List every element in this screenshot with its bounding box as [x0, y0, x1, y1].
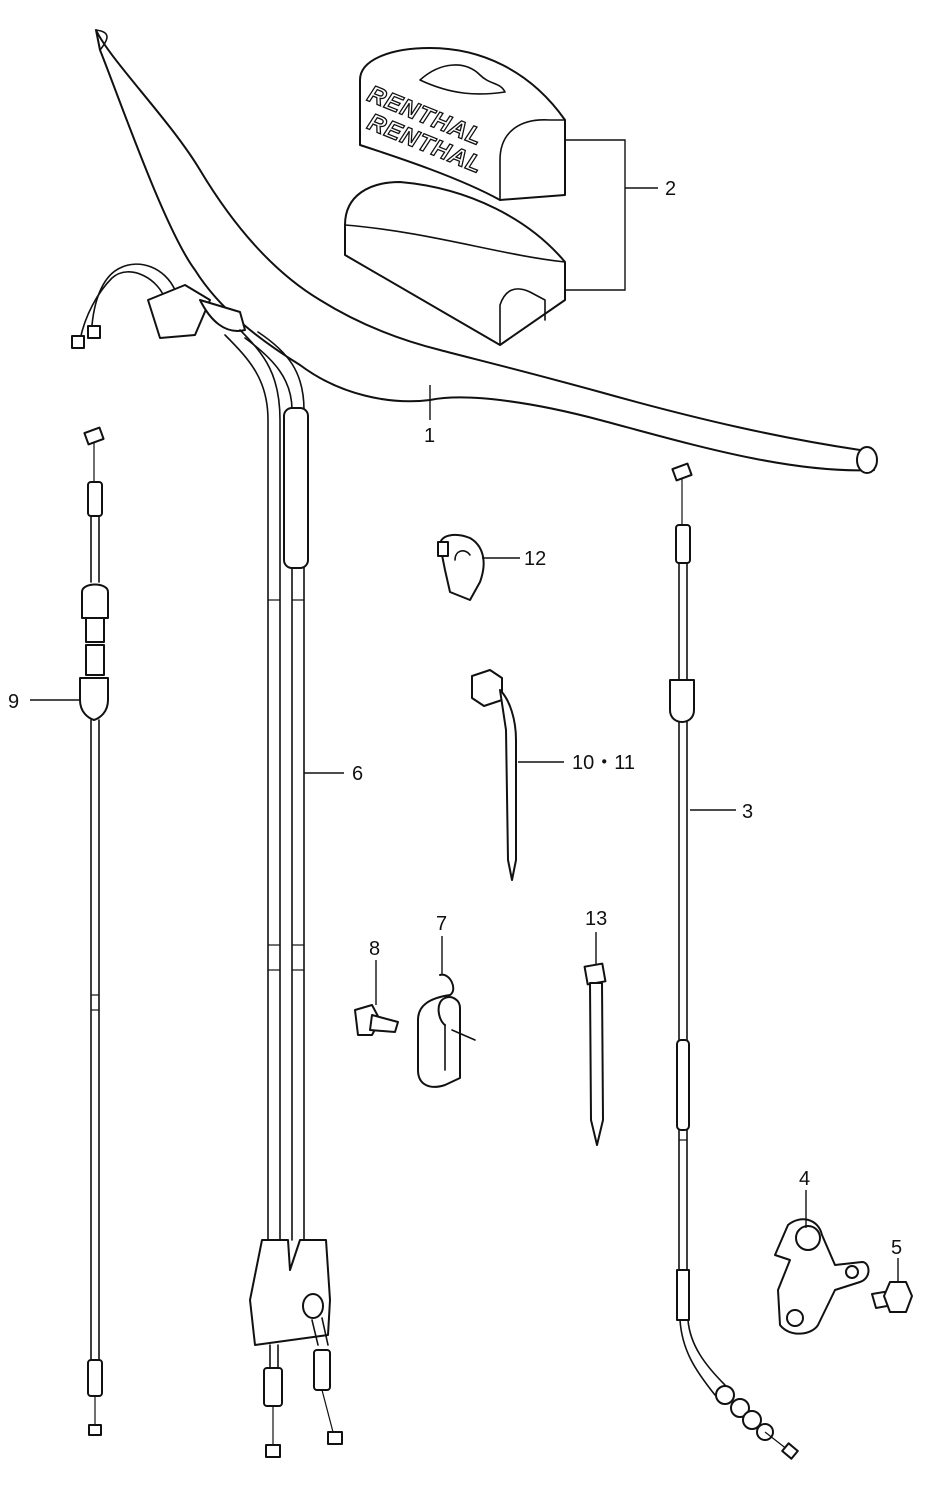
callout-1: 1 — [424, 425, 435, 447]
cable-tie-clip[interactable] — [471, 669, 517, 881]
leader-2 — [565, 139, 658, 291]
callout-9: 9 — [8, 691, 19, 713]
cable-left[interactable] — [79, 426, 109, 1436]
throttle-cable[interactable] — [71, 263, 343, 1458]
callout-labels: 1 2 3 4 5 6 7 8 9 10・11 12 13 — [8, 178, 902, 1259]
wire-clip[interactable] — [417, 973, 476, 1088]
cable-tie[interactable] — [583, 962, 607, 1146]
callout-6: 6 — [352, 763, 363, 785]
callout-3: 3 — [742, 801, 753, 823]
leader-lines — [30, 139, 899, 1282]
callout-7: 7 — [436, 913, 447, 935]
cable-right[interactable] — [669, 462, 799, 1460]
callout-12: 12 — [524, 548, 546, 570]
handlebar[interactable] — [95, 29, 878, 474]
callout-2: 2 — [665, 178, 676, 200]
handlebar-pad[interactable]: RENTHAL RENTHAL — [344, 47, 566, 346]
callout-10-11: 10・11 — [572, 752, 635, 774]
bracket[interactable] — [774, 1218, 870, 1335]
bolt-8[interactable] — [354, 1004, 399, 1036]
callout-4: 4 — [799, 1168, 810, 1190]
callout-13: 13 — [585, 908, 607, 930]
bolt-5[interactable] — [871, 1281, 913, 1313]
callout-5: 5 — [891, 1237, 902, 1259]
clamp[interactable] — [437, 533, 485, 601]
callout-8: 8 — [369, 938, 380, 960]
